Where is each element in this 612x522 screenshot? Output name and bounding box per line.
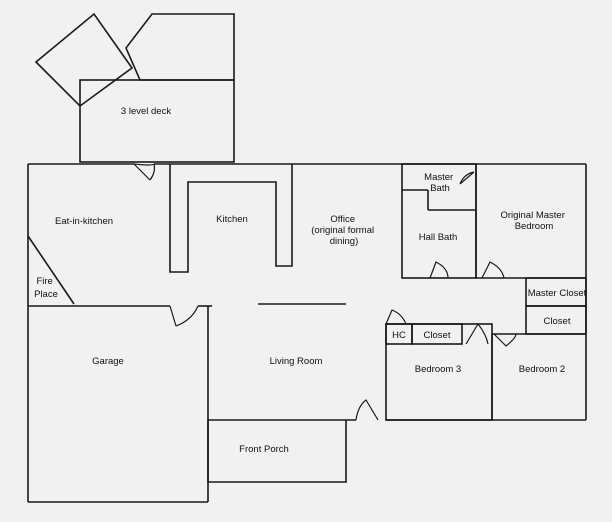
master-bath-label: Master Bath (424, 172, 456, 194)
fire-place-label: Fire Place (34, 276, 58, 300)
deck-structure (34, 12, 235, 163)
master-closet-label: Master Closet (528, 288, 587, 299)
doors (133, 163, 517, 421)
hall-bath-label: Hall Bath (419, 232, 458, 243)
bedroom3-label: Bedroom 3 (415, 364, 461, 375)
office-label: Office (original formal dining) (311, 214, 376, 247)
kitchen-label: Kitchen (216, 214, 248, 225)
interior-walls (27, 163, 587, 483)
deck-label: 3 level deck (121, 106, 171, 117)
eat-in-kitchen-label: Eat-in-kitchen (55, 216, 113, 227)
bedroom2-label: Bedroom 2 (519, 364, 565, 375)
garage-label: Garage (92, 356, 124, 367)
hc-label: HC (392, 330, 406, 341)
front-porch-label: Front Porch (239, 444, 289, 455)
living-room-label: Living Room (270, 356, 323, 367)
original-master-label: Original Master Bedroom (500, 210, 567, 232)
closet-bedroom3-label: Closet (424, 330, 451, 341)
closet-right-label: Closet (544, 316, 571, 327)
room-labels: 3 level deck Eat-in-kitchen Kitchen Offi… (34, 106, 587, 455)
